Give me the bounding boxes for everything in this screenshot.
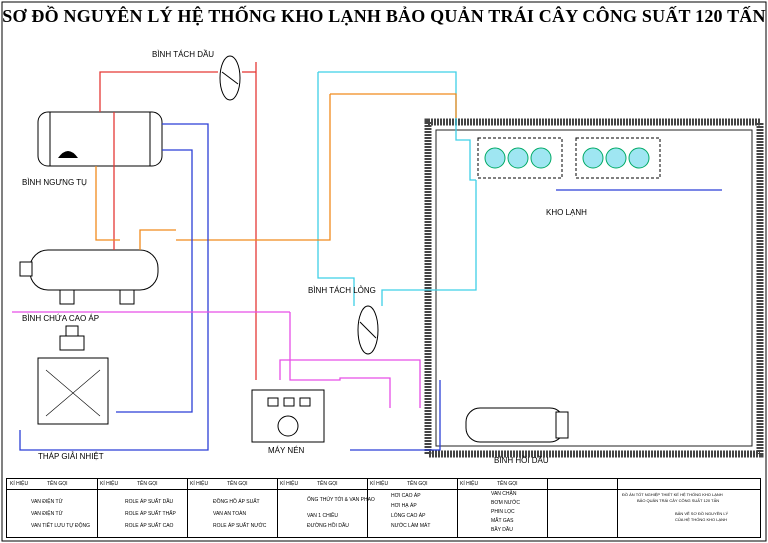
legend-item: LỎNG CAO ÁP <box>391 513 426 519</box>
legend-col-sep <box>187 479 188 537</box>
legend-divider <box>7 489 760 490</box>
cold-storage-room <box>424 118 764 458</box>
legend-item: ROLE ÁP SUẤT THẤP <box>125 511 176 517</box>
legend-header-symbol: KÍ HIỆU <box>100 481 119 487</box>
legend-header-symbol: KÍ HIỆU <box>10 481 29 487</box>
evaporator-1 <box>477 137 563 179</box>
cooling-tower <box>37 325 109 425</box>
legend-item: MẮT GAS <box>491 518 514 524</box>
receiver-vessel <box>19 249 159 305</box>
liquid-separator <box>357 305 379 355</box>
legend-item: HƠI CAO ÁP <box>391 493 421 499</box>
legend-item: ĐỒNG HỒ ÁP SUẤT <box>213 499 260 505</box>
legend-header-name: TÊN GỌI <box>317 481 338 487</box>
label-cooling-tower: THÁP GIẢI NHIỆT <box>38 452 104 461</box>
legend-item: HƠI HẠ ÁP <box>391 503 417 509</box>
oil-return-vessel <box>465 407 569 443</box>
title-block-line: ĐỒ ÁN TỐT NGHIỆP THIẾT KẾ HỆ THỐNG KHO L… <box>622 492 723 497</box>
legend-col-sep <box>547 479 548 537</box>
condenser-vessel <box>37 111 163 167</box>
label-receiver: BÌNH CHỨA CAO ÁP <box>22 314 100 323</box>
legend-item: ĐƯỜNG HỒI DẦU <box>307 523 349 529</box>
legend-header-name: TÊN GỌI <box>227 481 248 487</box>
legend-header-name: TÊN GỌI <box>407 481 428 487</box>
legend-col-sep <box>617 479 618 537</box>
label-compressor: MÁY NÉN <box>268 446 305 455</box>
legend-header-symbol: KÍ HIỆU <box>460 481 479 487</box>
legend-item: NƯỚC LÀM MÁT <box>391 523 431 529</box>
legend-item: PHIN LỌC <box>491 509 515 515</box>
legend-header-name: TÊN GỌI <box>47 481 68 487</box>
oil-separator <box>219 55 241 101</box>
legend-header-symbol: KÍ HIỆU <box>190 481 209 487</box>
legend-table: KÍ HIỆU TÊN GỌI KÍ HIỆU TÊN GỌI KÍ HIỆU … <box>6 478 761 538</box>
label-condenser: BÌNH NGƯNG TỤ <box>22 178 87 187</box>
legend-item: ROLE ÁP SUẤT DẦU <box>125 499 174 505</box>
diagram-title: SƠ ĐỒ NGUYÊN LÝ HỆ THỐNG KHO LẠNH BẢO QU… <box>2 6 766 26</box>
legend-header-symbol: KÍ HIỆU <box>370 481 389 487</box>
legend-item: VAN AN TOÀN <box>213 511 247 517</box>
label-oil-separator: BÌNH TÁCH DẦU <box>152 50 215 59</box>
oil-return-lines <box>12 311 421 408</box>
cooling-water-lines <box>19 123 722 451</box>
legend-header-symbol: KÍ HIỆU <box>280 481 299 487</box>
title-block-line: BẢN VẼ SƠ ĐỒ NGUYÊN LÝ <box>675 511 729 516</box>
legend-item: VAN ĐIỆN TỪ <box>31 511 63 517</box>
legend-item: VAN 1 CHIỀU <box>307 513 339 519</box>
legend-item: VAN ĐIỆN TỪ <box>31 499 63 505</box>
legend-header-name: TÊN GỌI <box>137 481 158 487</box>
title-block-line: BẢO QUẢN TRÁI CÂY CÔNG SUẤT 120 TẤN <box>637 498 720 503</box>
legend-item: BẦY DẦU <box>491 527 513 533</box>
legend-col-sep <box>97 479 98 537</box>
label-oil-return-vessel: BÌNH HỒI DẦU <box>494 456 549 465</box>
legend-item: ROLE ÁP SUẤT CAO <box>125 523 174 529</box>
label-liquid-separator: BÌNH TÁCH LỎNG <box>308 286 376 295</box>
compressor <box>251 389 325 443</box>
legend-col-sep <box>457 479 458 537</box>
legend-col-sep <box>367 479 368 537</box>
legend-item: VAN CHẶN <box>491 491 517 497</box>
label-cold-storage: KHO LẠNH <box>546 208 587 217</box>
title-block-line: CỦA HỆ THỐNG KHO LẠNH <box>675 517 727 522</box>
legend-item: VAN TIẾT LƯU TỰ ĐỘNG <box>31 523 91 529</box>
legend-item: BƠM NƯỚC <box>491 500 520 506</box>
evaporator-2 <box>575 137 661 179</box>
legend-header-name: TÊN GỌI <box>497 481 518 487</box>
low-pressure-vapor-lines <box>317 71 477 306</box>
high-pressure-liquid-lines <box>95 93 457 250</box>
legend-item: ỐNG THỦY TỚI & VAN PHAO <box>307 497 375 503</box>
high-pressure-vapor-lines <box>99 62 257 380</box>
legend-col-sep <box>277 479 278 537</box>
legend-item: ROLE ÁP SUẤT NƯỚC <box>213 523 267 529</box>
